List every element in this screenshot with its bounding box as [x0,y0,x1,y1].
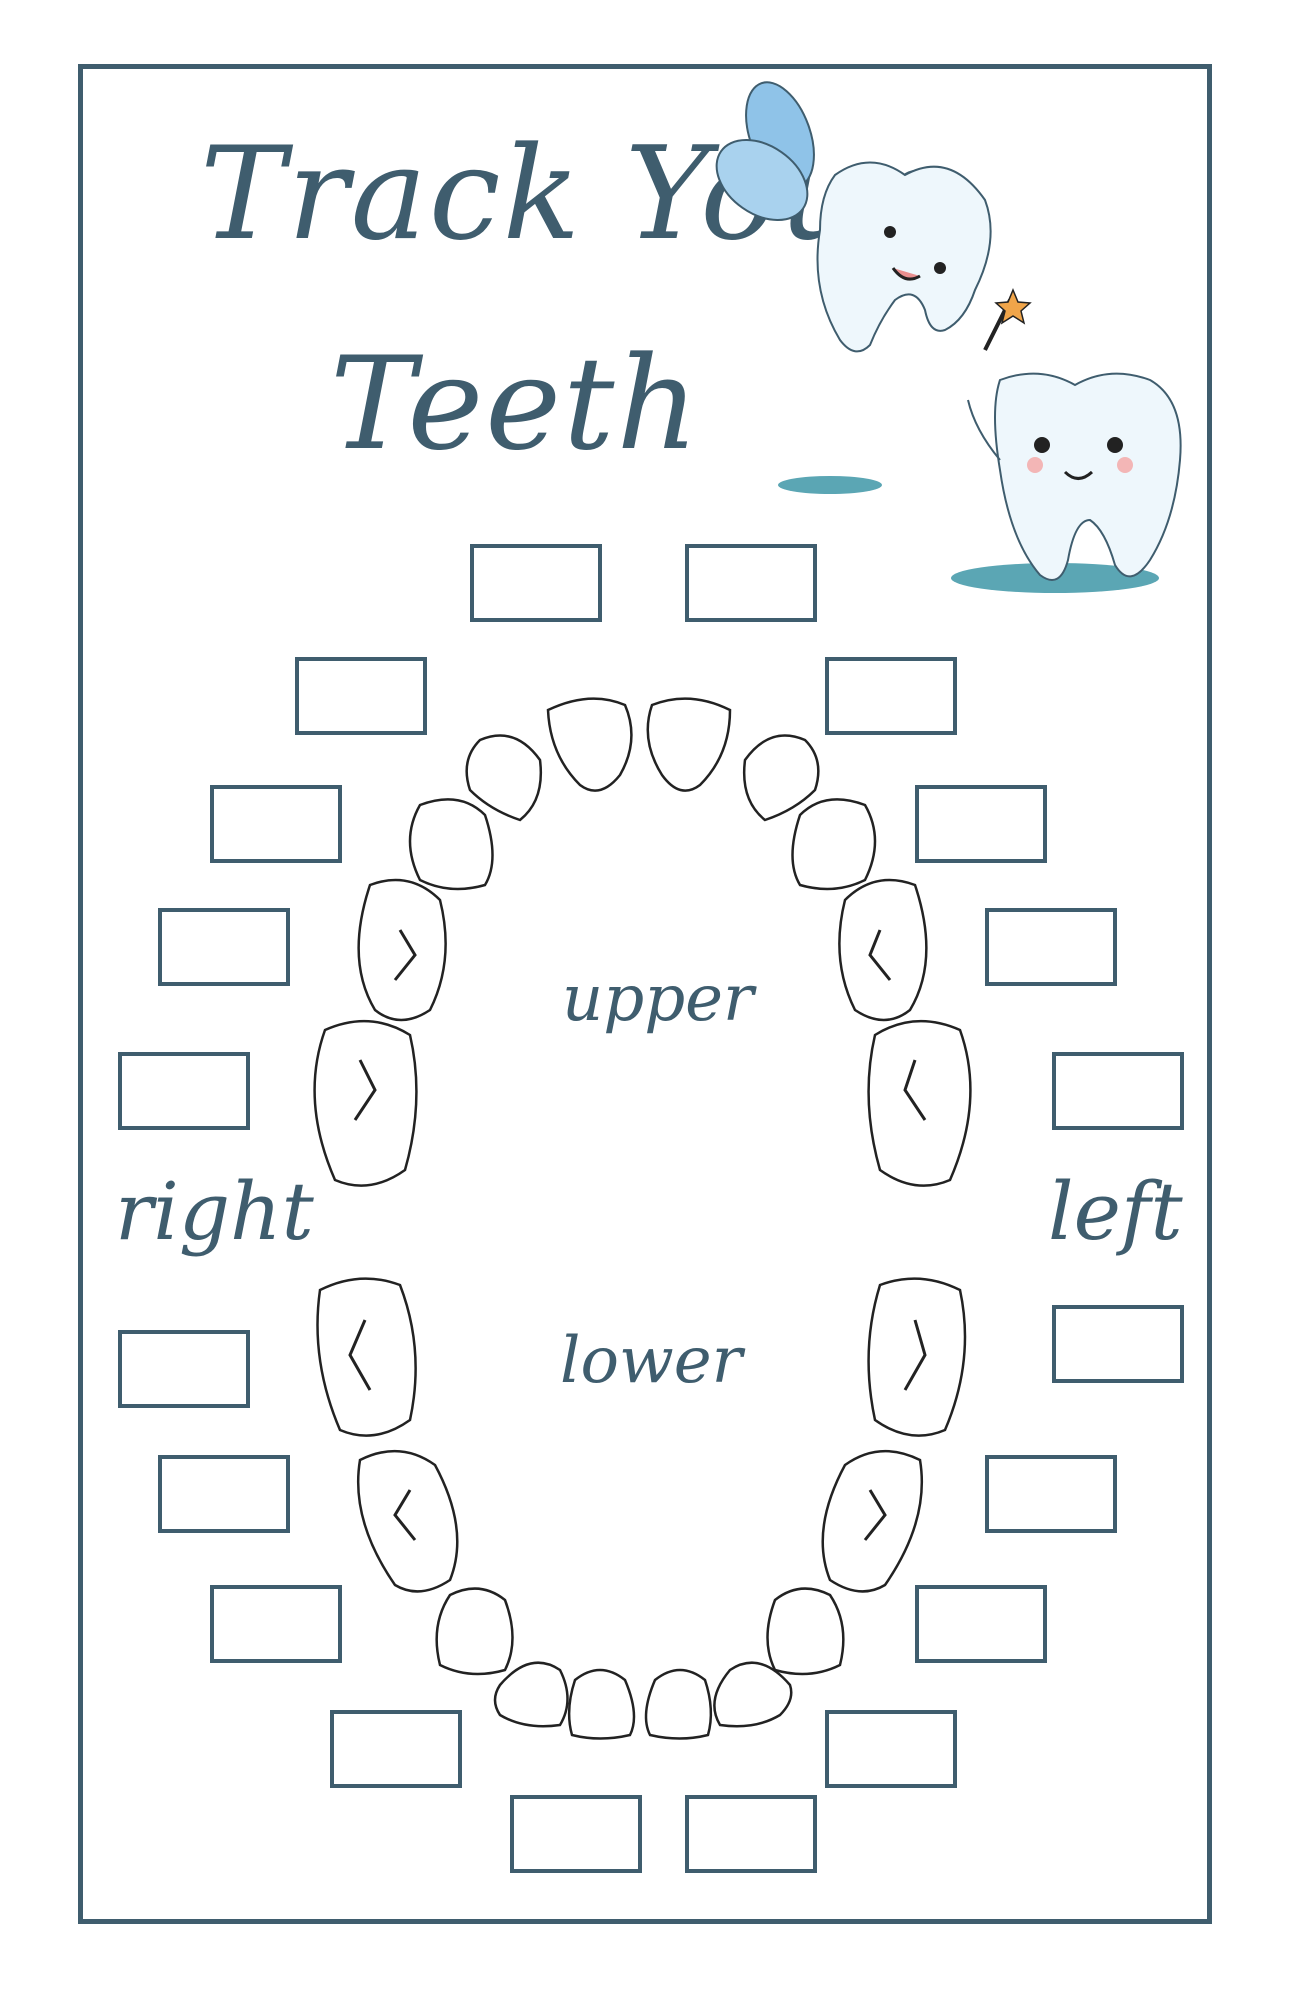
lower-arch [316,1277,967,1740]
lower-tooth [435,1587,514,1676]
upper-tooth [546,697,633,792]
tooth-box[interactable] [510,1795,642,1873]
tooth-box[interactable] [685,1795,817,1873]
upper-tooth [465,734,542,822]
upper-label: upper [562,962,754,1036]
tooth-box[interactable] [158,1455,290,1533]
tooth-box[interactable] [825,657,957,735]
lower-tooth [713,1661,793,1728]
lower-tooth [316,1277,417,1437]
tooth-box[interactable] [825,1710,957,1788]
tooth-box[interactable] [330,1710,462,1788]
tooth-fairy-icon [715,81,1032,353]
molar-crease-marks [348,929,927,1541]
page-border [78,64,1212,1924]
lower-tooth [493,1661,569,1728]
tooth-box[interactable] [915,1585,1047,1663]
happy-tooth-icon [951,372,1182,593]
upper-tooth [838,878,928,1022]
upper-tooth [791,798,877,891]
tooth-box[interactable] [985,908,1117,986]
lower-tooth [644,1668,713,1740]
tooth-box[interactable] [915,785,1047,863]
tooth-box[interactable] [985,1455,1117,1533]
upper-tooth [646,697,732,792]
tooth-box[interactable] [118,1052,250,1130]
right-label: right [115,1165,314,1258]
tooth-box[interactable] [295,657,427,735]
left-label: left [1048,1165,1183,1258]
upper-arch [313,697,972,1187]
lower-tooth [766,1587,845,1676]
lower-tooth [867,1277,967,1437]
tooth-box[interactable] [158,908,290,986]
upper-tooth [867,1019,972,1187]
tooth-box[interactable] [470,544,602,622]
tooth-box[interactable] [210,785,342,863]
tooth-box[interactable] [685,544,817,622]
upper-tooth [357,878,447,1022]
title-line-2: Teeth [330,330,701,479]
tooth-box[interactable] [210,1585,342,1663]
lower-tooth [356,1449,459,1593]
upper-tooth [408,798,494,891]
lower-tooth [567,1668,636,1740]
tooth-box[interactable] [118,1330,250,1408]
tooth-box[interactable] [1052,1305,1184,1383]
lower-label: lower [560,1324,743,1398]
upper-tooth [743,734,820,822]
tooth-box[interactable] [1052,1052,1184,1130]
lower-tooth [821,1449,924,1593]
